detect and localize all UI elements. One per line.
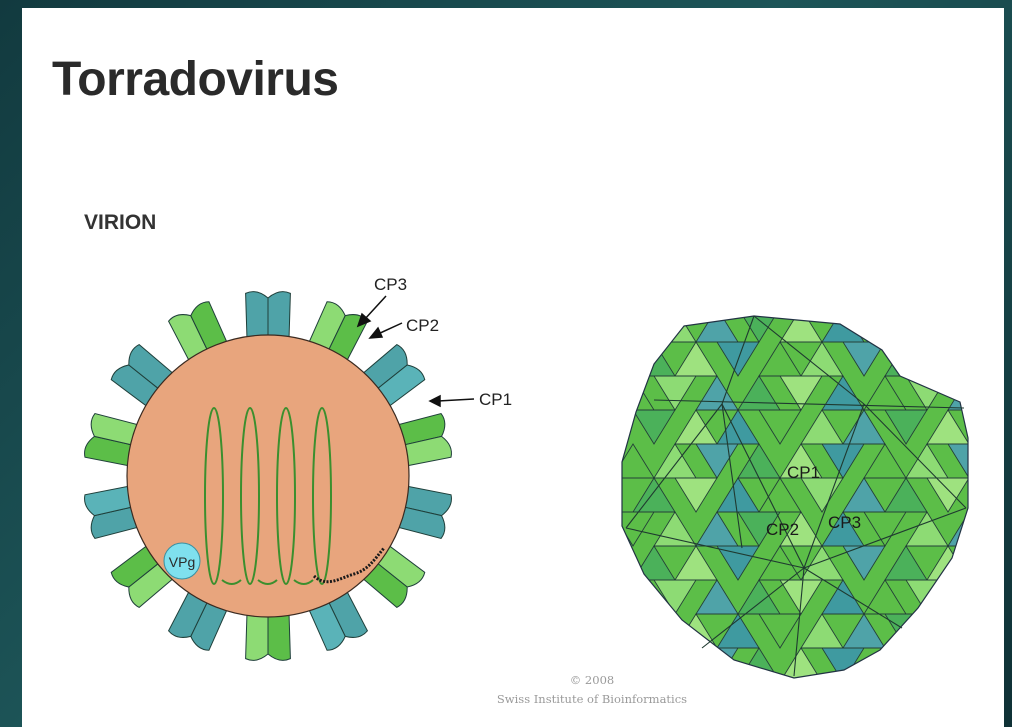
credit-year: © 2008 (442, 671, 742, 690)
capsid-tile (759, 682, 801, 716)
capsid-tile (927, 682, 969, 716)
vpg-label: VPg (169, 554, 195, 570)
capsid-tile (948, 308, 990, 342)
vpg-marker: VPg (164, 543, 200, 579)
capsid-tile (990, 308, 1004, 342)
cross-section-virion: VPg CP3 CP2 CP1 (85, 275, 513, 660)
capsid-tile (948, 376, 990, 410)
capsid-cp3-label: CP3 (828, 513, 861, 532)
capsid-tile (906, 308, 948, 342)
icosahedral-capsid: CP1 CP2 CP3 (612, 308, 1004, 716)
virion-diagram: VPg CP3 CP2 CP1 (22, 8, 1004, 727)
capsid-tile (612, 580, 654, 614)
capsid-tile (927, 614, 969, 648)
capsid-cp2-label: CP2 (766, 520, 799, 539)
slide: Torradovirus VIRION VPg (22, 8, 1004, 727)
virion-core (127, 335, 409, 617)
capsid-cp1-label: CP1 (787, 463, 820, 482)
capsid-tile (969, 342, 1004, 376)
credit-org: Swiss Institute of Bioinformatics (442, 690, 742, 709)
capsid-tile (885, 682, 927, 716)
cp2-label: CP2 (406, 316, 439, 335)
capsid-tile (633, 614, 675, 648)
capsid-tile (612, 308, 654, 342)
capsid-tile (948, 648, 990, 682)
capsid-tile (906, 648, 948, 682)
capsid-tile (990, 444, 1004, 478)
copyright-credit: © 2008 Swiss Institute of Bioinformatics (442, 671, 742, 709)
capsid-tile (990, 648, 1004, 682)
cp3-label: CP3 (374, 275, 407, 294)
capsid-tile (927, 342, 969, 376)
capsid-tile (990, 512, 1004, 546)
capsid-tile (843, 682, 885, 716)
capsid-tile (801, 682, 843, 716)
capsid-tile (948, 580, 990, 614)
capsid-tile (885, 342, 927, 376)
capsid-tile (969, 478, 1004, 512)
capsid-tile (864, 308, 906, 342)
capsid-tile (969, 546, 1004, 580)
cp1-label: CP1 (479, 390, 512, 409)
capsid-tile (990, 580, 1004, 614)
capsid-tile (990, 376, 1004, 410)
capsid-tile (969, 682, 1004, 716)
capsid-tile (969, 614, 1004, 648)
capsid-tile (969, 410, 1004, 444)
